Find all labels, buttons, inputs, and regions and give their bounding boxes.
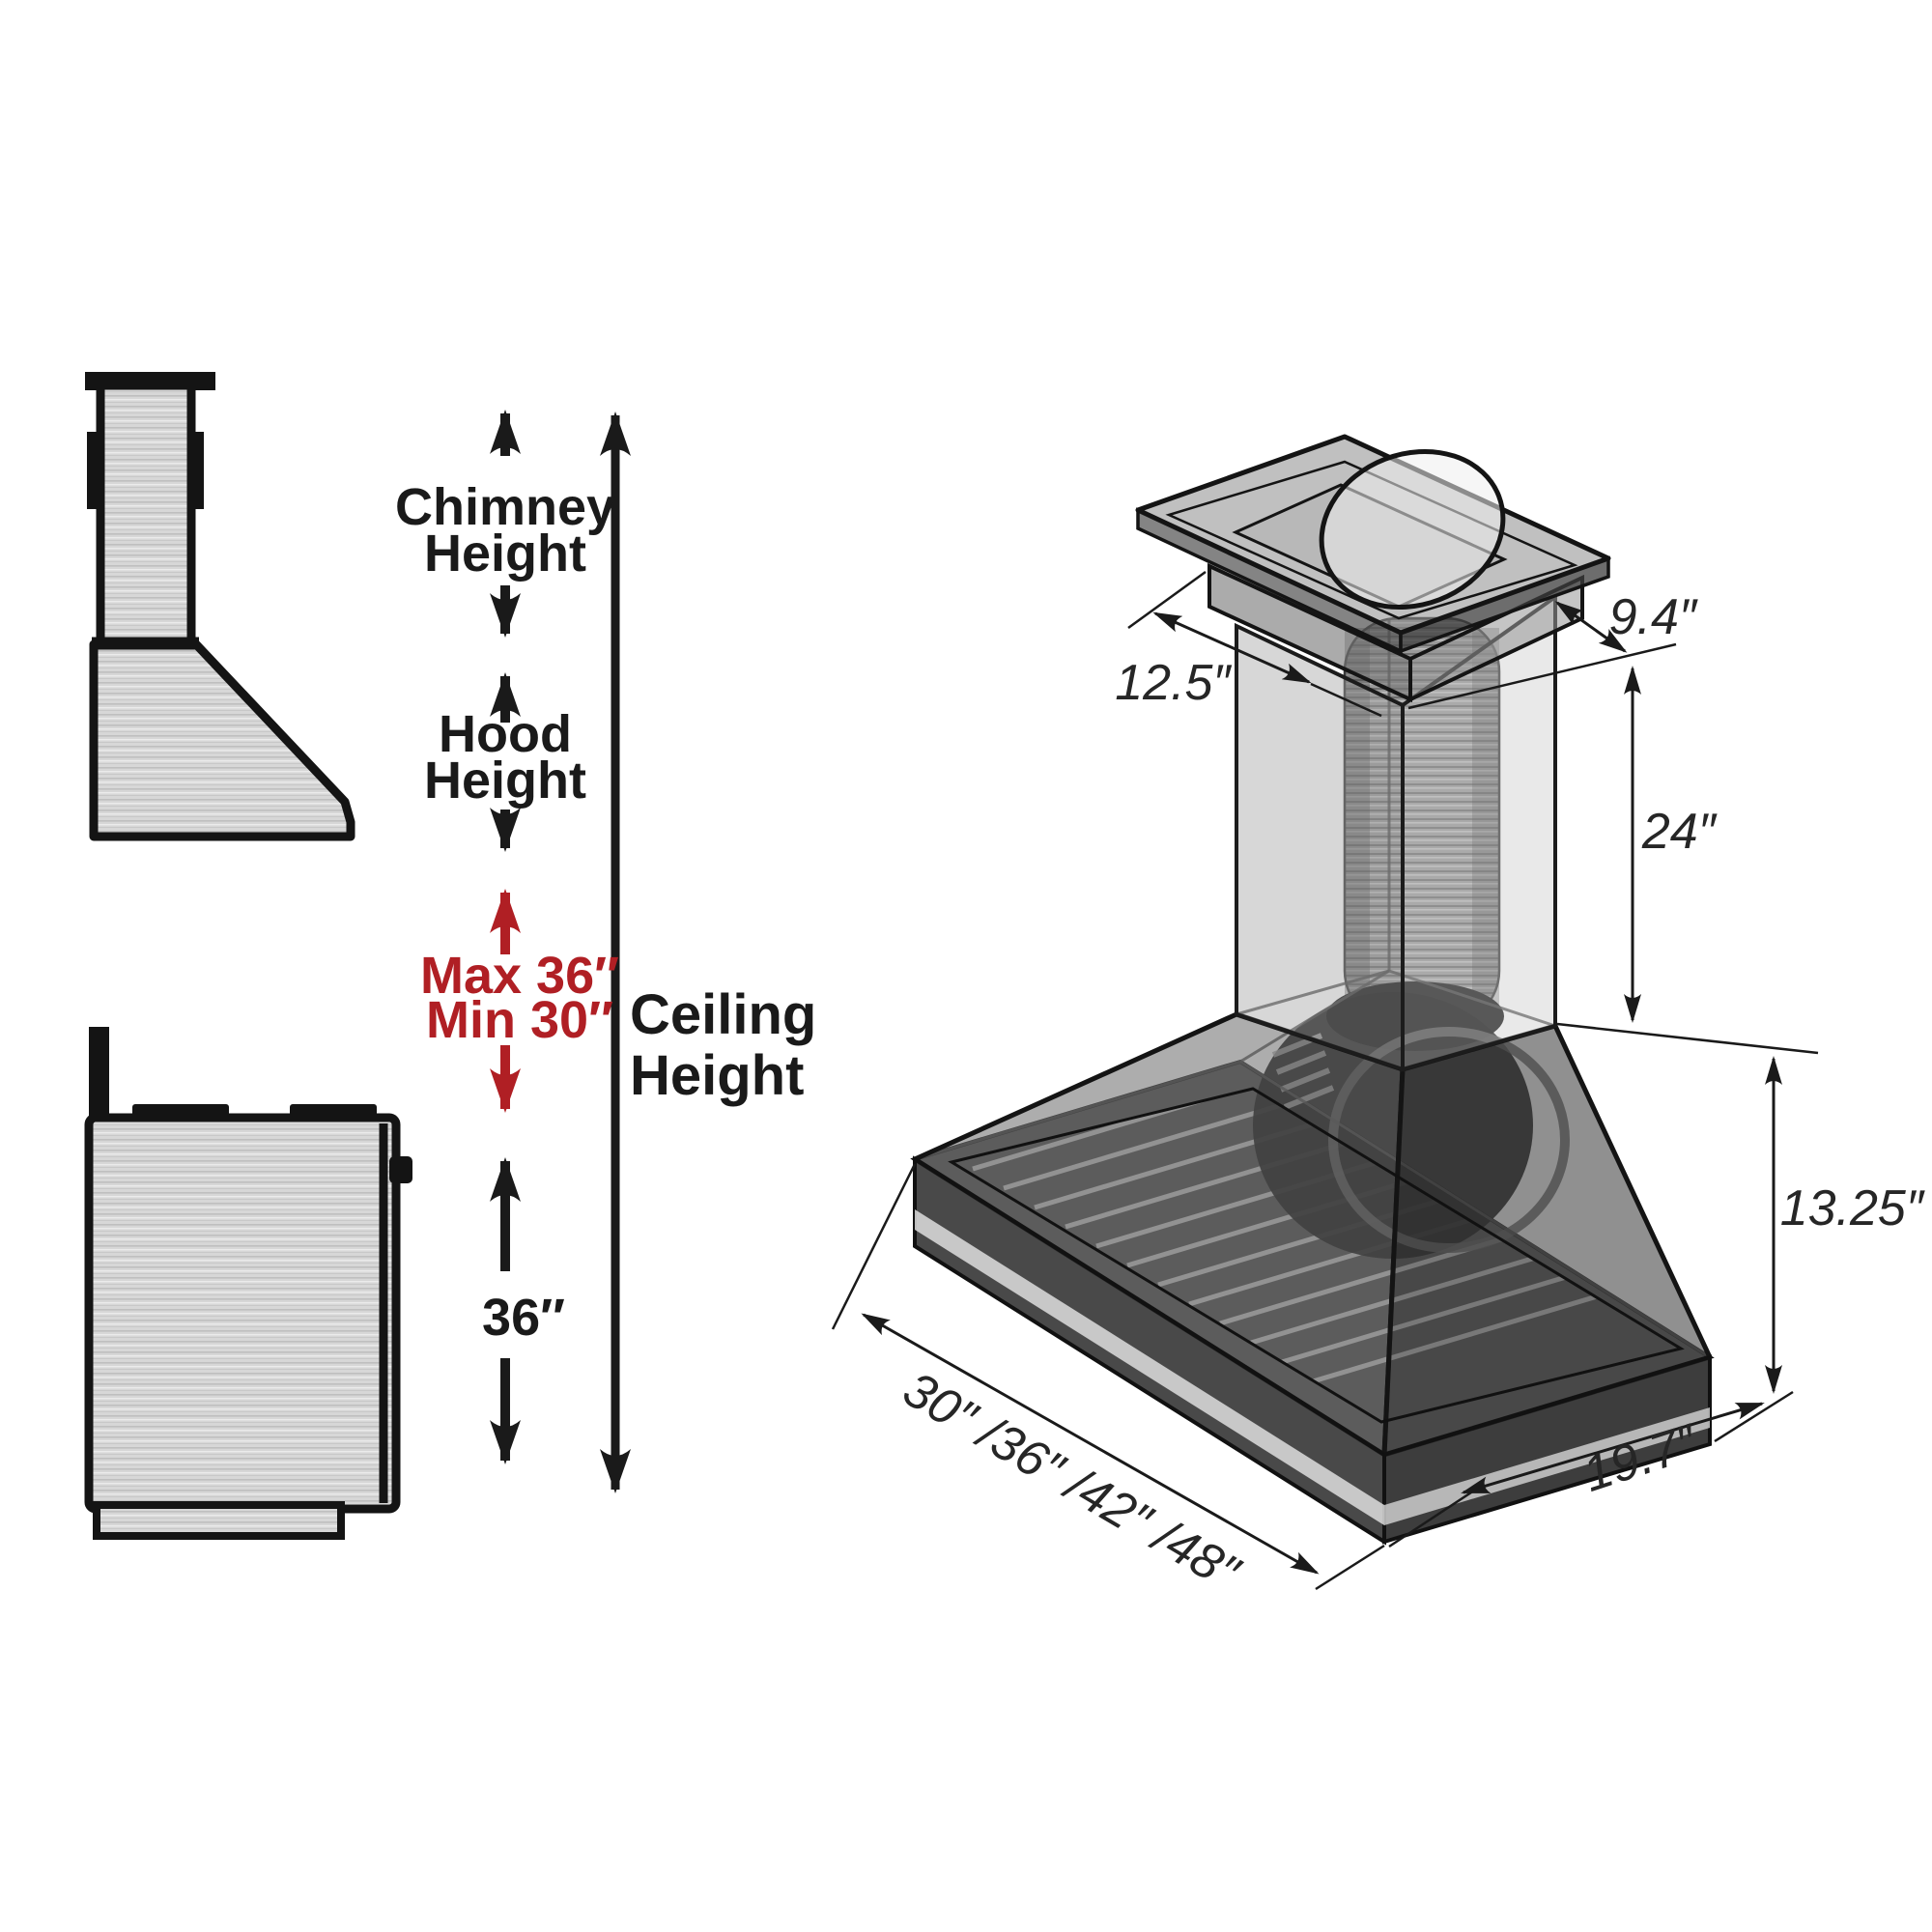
- min-clearance-label: Min 30″: [426, 991, 613, 1049]
- dim-line-9-4: [1554, 601, 1628, 653]
- chimney-left-face: [1235, 622, 1405, 1072]
- ceiling-height-label-line1: Ceiling: [630, 983, 816, 1046]
- hood-canopy: [89, 639, 355, 841]
- hood-side-view: [85, 372, 355, 841]
- chimney-duct: [96, 381, 196, 653]
- chimney-height-label-line1: Chimney: [395, 478, 615, 536]
- dim-chimney-height: 24″: [1641, 804, 1718, 860]
- range-height-label: 36″: [482, 1289, 565, 1347]
- dim-top-plate-depth: 12.5″: [1115, 655, 1232, 711]
- measure-labels: Chimney Height Hood Height Max 36″ Min 3…: [395, 478, 816, 1347]
- hood-3d-view: [910, 434, 1715, 1546]
- max-clearance-label: Max 36″: [420, 947, 619, 1005]
- mount-bracket-right: [192, 432, 204, 509]
- hood-height-label-line2: Height: [424, 752, 586, 810]
- dim-line-19-7: [1461, 1402, 1765, 1494]
- dim-hood-body-height: 13.25″: [1780, 1180, 1925, 1236]
- duct-hole: [1319, 448, 1506, 611]
- flex-duct-shade-left: [1345, 628, 1370, 1014]
- mount-bracket-left: [87, 432, 99, 509]
- oven-door-handle: [389, 1156, 412, 1183]
- backsplash: [89, 1027, 109, 1123]
- ceiling-height-label-line2: Height: [630, 1044, 804, 1107]
- range-side-view: [84, 1027, 412, 1540]
- storage-drawer: [93, 1501, 345, 1540]
- dim-top-plate-width: 9.4″: [1609, 589, 1698, 645]
- dimension-annotations: [831, 570, 1819, 1591]
- dim-line-widths: [861, 1313, 1320, 1575]
- hood-height-label-line1: Hood: [439, 705, 572, 763]
- measure-arrows: [490, 410, 631, 1493]
- range-body: [84, 1113, 401, 1514]
- dim-line-12-5: [1152, 611, 1312, 684]
- chimney-height-label-line2: Height: [424, 525, 586, 582]
